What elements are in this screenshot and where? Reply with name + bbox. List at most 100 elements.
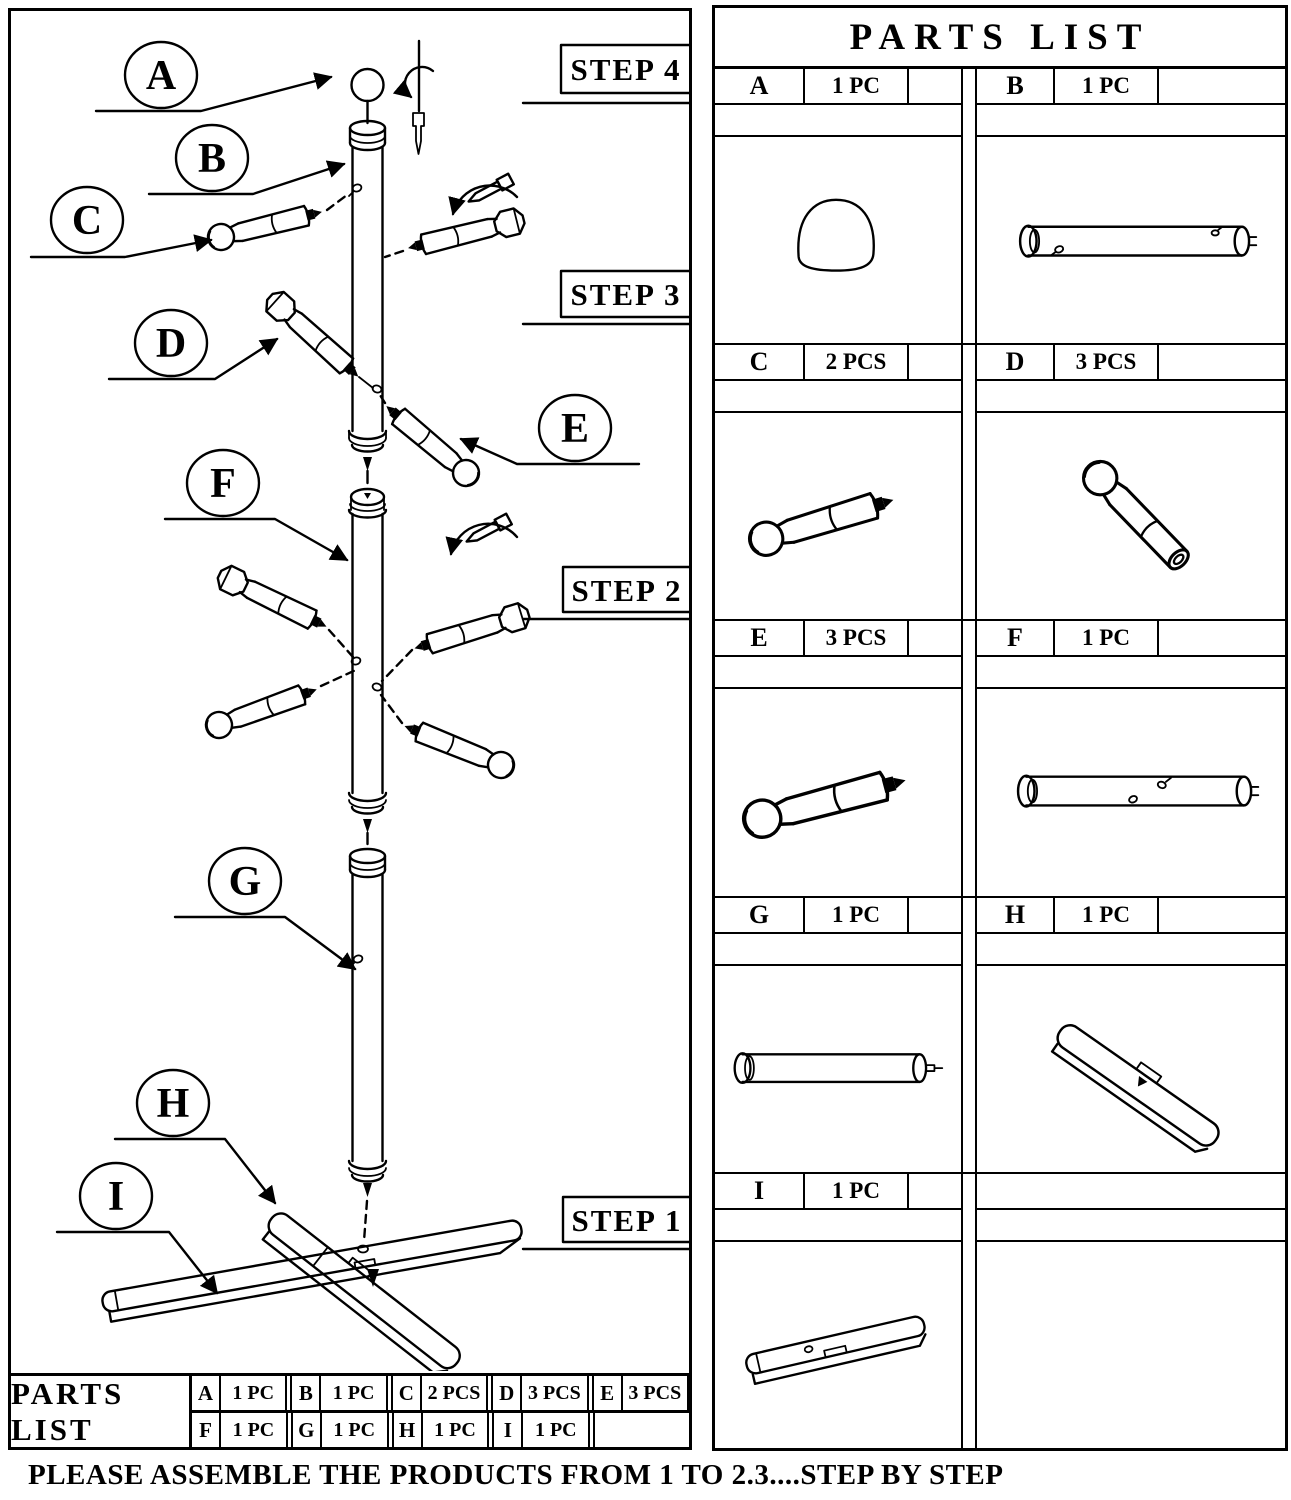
pole-section-b [347, 67, 388, 485]
peg-d [259, 286, 369, 388]
summary-cell: H 1 PC [391, 1413, 490, 1447]
part-label-d: D [107, 308, 279, 381]
svg-text:C: C [72, 198, 102, 244]
svg-text:F: F [210, 461, 236, 507]
part-cell-b: B 1 PC [975, 69, 1285, 344]
part-cell-d: D 3 PCS [975, 345, 1285, 620]
summary-row-1: A 1 PC B 1 PC C 2 PCS D 3 PCS E 3 PCS [192, 1376, 690, 1413]
screw-direction-icon-step3 [448, 172, 519, 216]
part-image-c [715, 413, 961, 619]
part-image-e [715, 689, 961, 895]
parts-row-g-h: G 1 PC H [715, 895, 1285, 1172]
step-box-3: STEP 3 [521, 269, 689, 326]
part-image-f [977, 689, 1285, 895]
part-image-h [977, 966, 1285, 1172]
peg-c [204, 198, 327, 254]
step-4-label: STEP 4 [570, 52, 681, 87]
ball-knob-drawing [797, 198, 875, 272]
parts-list-rows: A 1 PC B 1 PC [715, 69, 1285, 1449]
step-3-label: STEP 3 [570, 277, 681, 312]
ball-knob-a [350, 67, 385, 103]
base-bar-h [261, 1212, 461, 1371]
summary-row-2: F 1 PC G 1 PC H 1 PC I 1 PC [192, 1413, 689, 1447]
part-cell-e: E 3 PCS [715, 621, 963, 896]
long-pole-with-screw-drawing [733, 1051, 944, 1084]
large-peg-with-screw-drawing [737, 761, 913, 844]
pole-section-drawing [1016, 774, 1260, 809]
assembly-diagram-panel: STEP 4 STEP 3 STEP 2 STEP 1 [8, 8, 692, 1450]
part-image-b [977, 137, 1285, 343]
part-qty: 3 PCS [1055, 345, 1159, 380]
step-1-label: STEP 1 [571, 1203, 682, 1238]
part-id: E [715, 621, 805, 656]
part-qty: 1 PC [805, 897, 909, 932]
notched-base-bar-drawing [745, 1315, 927, 1385]
part-id: I [715, 1173, 805, 1208]
step-box-2: STEP 2 [521, 565, 689, 621]
svg-text:D: D [156, 321, 186, 367]
part-label-c: C [29, 185, 213, 259]
part-label-i: I [55, 1161, 219, 1295]
base-bar-i [101, 1219, 523, 1323]
peg-open-end-drawing [1075, 453, 1198, 578]
part-label-e: E [459, 393, 641, 466]
part-id: A [715, 69, 805, 103]
parts-list-title: PARTS LIST [715, 8, 1285, 69]
peg-step2-lower-right [398, 712, 520, 784]
parts-row-a-b: A 1 PC B 1 PC [715, 69, 1285, 344]
parts-list-panel: PARTS LIST A 1 PC B [712, 5, 1288, 1451]
summary-cell: I 1 PC [492, 1413, 591, 1447]
peg-with-screw-drawing [743, 482, 900, 562]
summary-cell: F 1 PC [192, 1413, 288, 1447]
part-cell-empty [975, 1173, 1285, 1449]
part-qty: 2 PCS [805, 345, 909, 380]
step-box-4: STEP 4 [521, 43, 689, 105]
part-id: C [715, 345, 805, 380]
peg-step2-upper-right [409, 599, 534, 663]
summary-parts-table: PARTS LIST A 1 PC B 1 PC C 2 PCS D 3 PCS [11, 1373, 690, 1447]
part-qty: 1 PC [805, 1173, 909, 1208]
part-id: G [715, 897, 805, 932]
part-qty: 1 PC [1055, 69, 1159, 103]
summary-cell: A 1 PC [192, 1376, 288, 1410]
svg-text:G: G [229, 859, 262, 905]
pole-section-f [347, 487, 388, 846]
rotate-arrow-icon-top [392, 39, 435, 155]
part-qty: 1 PC [1055, 897, 1159, 932]
part-cell-a: A 1 PC [715, 69, 963, 344]
summary-cell: G 1 PC [290, 1413, 389, 1447]
svg-text:E: E [561, 406, 589, 452]
part-id: B [977, 69, 1055, 103]
svg-text:I: I [108, 1174, 124, 1220]
part-label-f: F [163, 448, 349, 562]
summary-cell: E 3 PCS [591, 1376, 690, 1410]
base-center-hole [357, 1244, 369, 1254]
parts-row-e-f: E 3 PCS F 1 PC [715, 619, 1285, 896]
screw-direction-icon-step2 [445, 512, 519, 556]
peg-e [376, 394, 486, 493]
part-qty: 3 PCS [805, 621, 909, 656]
part-qty: 1 PC [805, 69, 909, 103]
svg-text:B: B [198, 136, 226, 182]
summary-cell: C 2 PCS [390, 1376, 489, 1410]
part-image-i [715, 1242, 961, 1448]
svg-text:H: H [157, 1081, 190, 1127]
summary-cell: B 1 PC [290, 1376, 388, 1410]
part-cell-g: G 1 PC [715, 897, 963, 1172]
assembly-caption: PLEASE ASSEMBLE THE PRODUCTS FROM 1 TO 2… [28, 1459, 1004, 1491]
part-label-a: A [94, 40, 333, 113]
summary-table-title: PARTS LIST [11, 1376, 192, 1447]
base-insert-arrow [367, 1269, 379, 1287]
peg-step2-lower-left [201, 676, 323, 743]
part-label-b: B [147, 123, 346, 196]
step-2-label: STEP 2 [571, 573, 682, 608]
part-cell-i: I 1 PC [715, 1173, 963, 1449]
pole-section-g [347, 847, 388, 1243]
pole-section-drawing [1018, 224, 1258, 258]
part-label-h: H [113, 1068, 277, 1205]
part-image-a [715, 137, 961, 343]
parts-row-i: I 1 PC [715, 1171, 1285, 1449]
summary-cell: D 3 PCS [491, 1376, 589, 1410]
part-cell-f: F 1 PC [975, 621, 1285, 896]
